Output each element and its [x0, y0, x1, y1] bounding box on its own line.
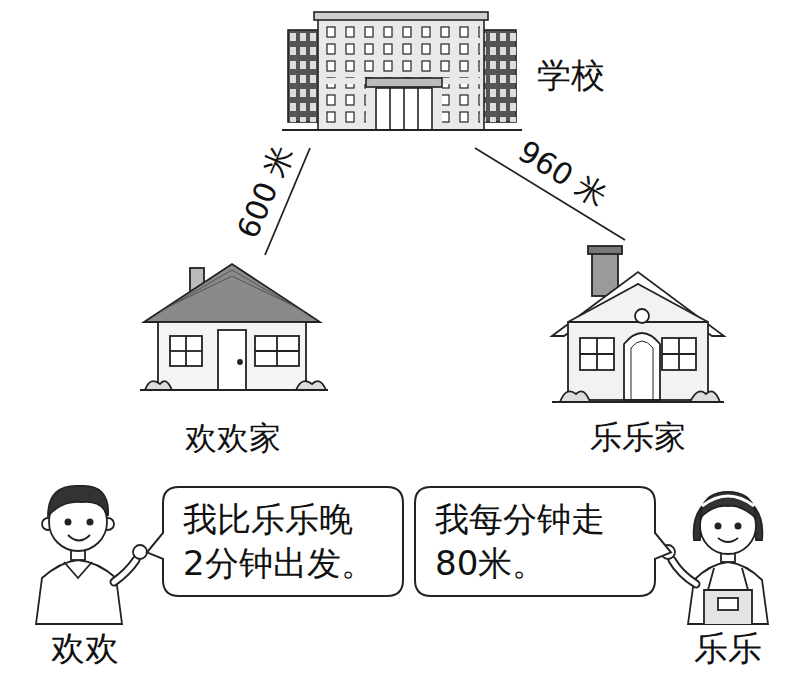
- boy-figure: [36, 486, 147, 624]
- speech-bubble: 我每分钟走 80米。: [415, 487, 655, 596]
- girl-figure: [661, 492, 768, 624]
- speech-text: 我每分钟走 80米。: [435, 497, 635, 585]
- house: [552, 246, 724, 402]
- person-name: 欢欢: [51, 628, 119, 669]
- distance-label: 600 米: [230, 141, 301, 244]
- speech-text: 我比乐乐晚 2分钟出发。: [183, 497, 383, 585]
- school-building: [282, 12, 522, 130]
- person-name: 乐乐: [694, 628, 762, 669]
- place-name: 欢欢家: [185, 419, 281, 457]
- speech-bubble: 我比乐乐晚 2分钟出发。: [163, 487, 403, 596]
- bubble-outline: [415, 487, 671, 596]
- place-name: 乐乐家: [590, 418, 686, 456]
- house-node: 乐乐家: [550, 240, 725, 460]
- bubble-outline: [147, 487, 403, 596]
- house-node: 欢欢家: [135, 255, 330, 460]
- school-node: 学校: [285, 5, 605, 148]
- place-name: 学校: [537, 55, 605, 96]
- house: [140, 264, 328, 390]
